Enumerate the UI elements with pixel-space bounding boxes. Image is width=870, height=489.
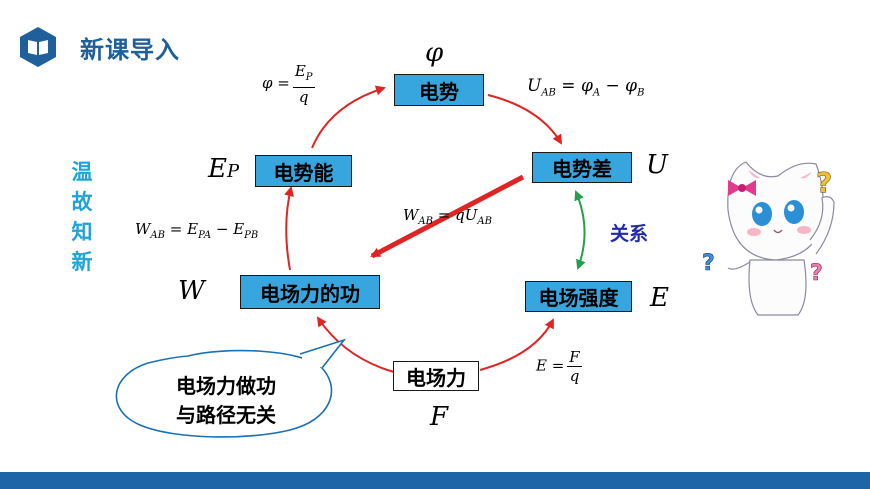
svg-text:?: ? xyxy=(816,166,832,199)
arrow-force-to-field xyxy=(479,318,554,371)
symbol-ep-sub: P xyxy=(226,161,240,182)
node-potential-difference: 电势差 xyxy=(532,152,632,183)
side-char: 知 xyxy=(71,220,93,244)
side-char: 温 xyxy=(71,160,93,184)
arrow-relation xyxy=(574,190,586,270)
bubble-line: 与路径无关 xyxy=(176,403,276,427)
symbol-ep-main: E xyxy=(208,154,227,184)
formula-wab-energy: WAB = EPA − EPB xyxy=(135,220,259,241)
formula-wab-qu: WAB = qUAB xyxy=(403,206,492,227)
symbol-f: F xyxy=(430,402,449,432)
arrow-difference-to-work xyxy=(370,174,525,259)
svg-text:?: ? xyxy=(702,251,715,276)
cat-illustration: ? ? ? xyxy=(702,161,835,316)
footer-bar xyxy=(0,472,870,489)
node-potential: 电势 xyxy=(394,74,484,106)
symbol-ep: EP xyxy=(208,154,239,184)
arrow-work-to-energy xyxy=(284,186,294,271)
symbol-e: E xyxy=(650,283,669,313)
bubble-line: 电场力做功 xyxy=(176,374,276,398)
node-electric-force: 电场力 xyxy=(393,361,479,391)
page-title: 新课导入 xyxy=(80,36,180,64)
side-char: 故 xyxy=(71,190,93,214)
relation-label: 关系 xyxy=(610,223,649,245)
node-field-strength: 电场强度 xyxy=(525,281,632,312)
formula-uab: UAB = φA − φB xyxy=(527,76,645,99)
side-char: 新 xyxy=(71,250,93,274)
book-icon xyxy=(20,27,56,67)
arrow-potential-to-difference xyxy=(487,94,563,145)
symbol-u: U xyxy=(646,150,668,180)
node-field-work: 电场力的功 xyxy=(240,275,380,309)
bubble-text: 电场力做功 与路径无关 xyxy=(140,372,312,430)
svg-text:?: ? xyxy=(810,261,823,286)
symbol-w: W xyxy=(178,276,205,306)
node-potential-energy: 电势能 xyxy=(255,155,352,187)
side-label: 温 故 知 新 xyxy=(68,157,96,277)
arrow-energy-to-potential xyxy=(311,85,386,149)
arrow-force-to-work xyxy=(316,316,395,373)
symbol-phi: φ xyxy=(425,38,444,68)
